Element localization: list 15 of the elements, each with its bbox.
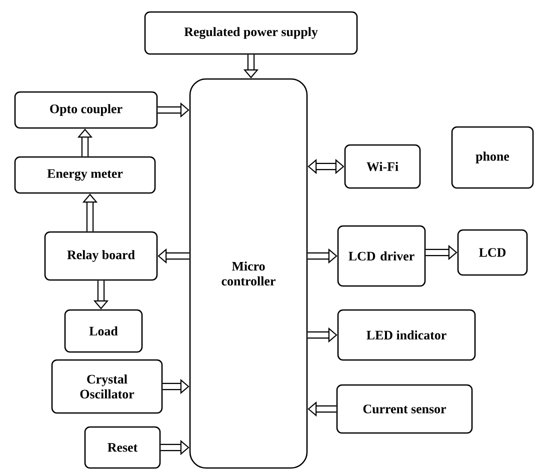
block-box: Opto coupler <box>14 91 158 129</box>
block-box: LED indicator <box>337 309 476 361</box>
block-box: Current sensor <box>336 384 473 434</box>
block-box: LCD <box>457 229 528 276</box>
block-box: Wi-Fi <box>344 144 421 189</box>
block-box: Crystal Oscillator <box>51 359 163 414</box>
block-box: Energy meter <box>14 156 156 194</box>
arrow <box>308 158 344 174</box>
block-box: LCD driver <box>337 225 426 287</box>
block-box: Reset <box>84 426 161 469</box>
block-box: Relay board <box>44 231 158 281</box>
block-box: Regulated power supply <box>144 11 358 55</box>
block-box: Load <box>64 309 143 353</box>
block-box: phone <box>451 126 534 189</box>
controller-box: Micro controller <box>189 78 308 469</box>
